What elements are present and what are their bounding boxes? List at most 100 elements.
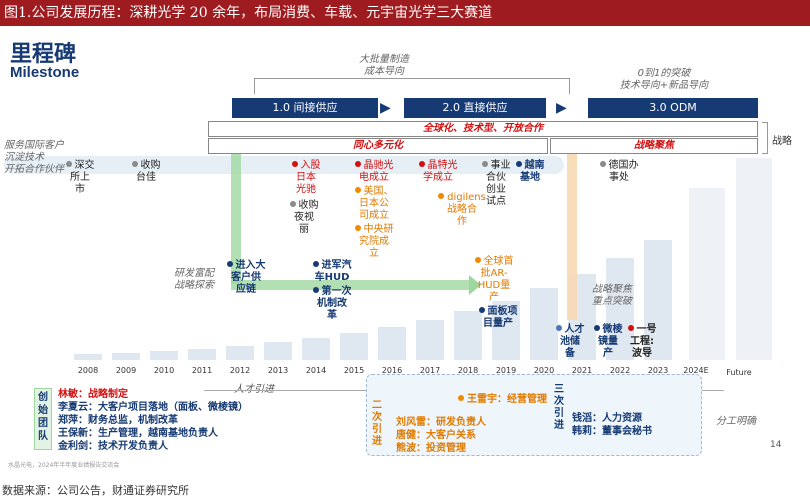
event-line: 台佳 bbox=[136, 172, 156, 183]
phase-2: 2.0 直接供应 bbox=[404, 98, 546, 118]
page-number: 14 bbox=[770, 440, 782, 450]
band-right: 战略聚焦 bbox=[550, 138, 758, 154]
note-line: 研发富配 bbox=[174, 268, 214, 279]
logo-cn: 里程碑 bbox=[10, 42, 77, 67]
green-path-vertical bbox=[231, 154, 241, 284]
event-line: 进入大 bbox=[235, 260, 266, 271]
event-talent-pool: 人才 池储 备 bbox=[552, 324, 588, 360]
bullet-icon bbox=[593, 325, 600, 331]
year-label: 2023 bbox=[647, 366, 669, 375]
note-line: 成本导向 bbox=[364, 66, 404, 77]
event-line: 日本 bbox=[296, 172, 316, 183]
bullet-icon bbox=[226, 261, 233, 267]
note-line: 服务国际客户 bbox=[4, 140, 64, 151]
event-line: 晶特光 bbox=[427, 160, 458, 171]
event-line: 司成立 bbox=[359, 210, 389, 221]
event-hud: 进军汽 车HUD bbox=[310, 260, 354, 284]
founder-item: 王保新：生产管理，越南基地负责人 bbox=[58, 428, 218, 439]
logo-en: Milestone bbox=[10, 64, 80, 81]
event-line: 战略合 bbox=[447, 204, 477, 215]
second-list: 刘风雷：研发负责人 唐健：大客户关系 熊波：投资管理 bbox=[396, 416, 486, 455]
event-vietnam: 越南 基地 bbox=[512, 160, 548, 184]
event-line: 备 bbox=[565, 348, 575, 359]
milestone-slide: 里程碑 Milestone 大批量制造 成本导向 0到1的突破 技术导向+新品导… bbox=[4, 28, 808, 470]
founder-item: 金利剑：技术开发负责人 bbox=[58, 441, 168, 452]
event-line: 车HUD bbox=[314, 272, 350, 283]
event-acquire-yeshili: 收购 夜视 丽 bbox=[286, 200, 322, 236]
event-digilens: digilens 战略合 作 bbox=[436, 192, 488, 228]
event-line: 机制改 bbox=[317, 298, 347, 309]
tag-char: 次 bbox=[554, 396, 564, 407]
note-line: 沉淀技术 bbox=[4, 152, 44, 163]
growth-bar bbox=[340, 333, 368, 360]
event-line: 合伙 bbox=[486, 172, 506, 183]
year-label: 2008 bbox=[77, 366, 99, 375]
event-line: 收购 bbox=[140, 160, 161, 171]
growth-bar-future bbox=[736, 158, 772, 360]
note-line: 战略聚焦 bbox=[592, 284, 632, 295]
event-jingte: 晶特光 学成立 bbox=[416, 160, 460, 184]
tag-char: 进 bbox=[554, 420, 564, 431]
bullet-icon bbox=[438, 193, 445, 199]
event-line: 收购 bbox=[298, 200, 319, 211]
tag-char: 次 bbox=[372, 412, 382, 423]
event-line: 作 bbox=[457, 216, 467, 227]
event-listing: 深交 所上 市 bbox=[62, 160, 98, 196]
growth-bar bbox=[606, 258, 634, 360]
third-item: 钱滔：人力资源 bbox=[572, 413, 642, 424]
year-label: 2022 bbox=[609, 366, 631, 375]
figure-title-bar: 图1.公司发展历程：深耕光学 20 余年，布局消费、车载、元宇宙光学三大赛道 bbox=[0, 0, 810, 26]
growth-bar bbox=[74, 354, 102, 360]
growth-bar bbox=[378, 327, 406, 360]
event-line: 创业 bbox=[486, 184, 506, 195]
tag-char: 引 bbox=[372, 424, 382, 435]
event-line: 德国办 bbox=[608, 160, 639, 171]
bullet-icon bbox=[354, 161, 361, 167]
bullet-icon bbox=[627, 325, 634, 331]
tag-char: 始 bbox=[38, 405, 48, 416]
founder-list: 林敏：战略制定 李夏云：大客户项目落地（面板、微棱镜） 郑萍：财务总监，机制改革… bbox=[58, 388, 248, 453]
bullet-icon bbox=[65, 161, 72, 167]
bullet-icon bbox=[599, 161, 606, 167]
growth-bar bbox=[112, 353, 140, 360]
second-item: 王雷宇：经营管理 bbox=[467, 394, 547, 405]
bullet-icon bbox=[458, 395, 464, 401]
bullet-icon bbox=[478, 307, 485, 313]
year-label: 2018 bbox=[457, 366, 479, 375]
year-label: 2017 bbox=[419, 366, 441, 375]
event-jingchi: 晶驰光 电成立 bbox=[354, 160, 394, 184]
event-line: 事处 bbox=[609, 172, 629, 183]
bullet-icon bbox=[354, 187, 361, 193]
bullet-icon bbox=[481, 161, 488, 167]
green-path-horizontal bbox=[231, 280, 471, 290]
bullet-icon bbox=[555, 325, 562, 331]
event-line: 批AR- bbox=[480, 268, 508, 279]
event-line: 革 bbox=[327, 310, 337, 321]
event-line: 波导 bbox=[632, 348, 652, 359]
phase-3: 3.0 ODM bbox=[588, 98, 758, 118]
talent-title: 人才引进 bbox=[234, 380, 274, 395]
right-note-mid: 战略聚焦 重点突破 bbox=[592, 284, 632, 308]
bullet-icon bbox=[289, 201, 296, 207]
growth-bar bbox=[644, 240, 672, 360]
bullet-icon bbox=[291, 161, 298, 167]
year-label: Future bbox=[726, 368, 752, 377]
year-label: 2013 bbox=[267, 366, 289, 375]
slide-source: 水晶光电，2024年半年度业绩报告交流会 bbox=[8, 462, 120, 469]
year-label: 2019 bbox=[495, 366, 517, 375]
event-line: 究院成 bbox=[359, 236, 389, 247]
event-line: 立 bbox=[369, 248, 379, 259]
event-microprism: 微棱 镜量 产 bbox=[590, 324, 626, 360]
event-line: 学成立 bbox=[423, 172, 453, 183]
second-item: 唐健：大客户关系 bbox=[396, 430, 476, 441]
year-label: 2021 bbox=[571, 366, 593, 375]
event-line: 池储 bbox=[560, 336, 580, 347]
event-panel: 面板项 目量产 bbox=[476, 306, 520, 330]
phase-1: 1.0 间接供应 bbox=[232, 98, 378, 118]
year-label: 2009 bbox=[115, 366, 137, 375]
note-line: 重点突破 bbox=[592, 296, 632, 307]
left-note-mid: 研发富配 战略探索 bbox=[174, 268, 214, 292]
talent-box bbox=[366, 374, 702, 456]
bracket-top bbox=[254, 78, 570, 94]
arrow-right-icon: ▶ bbox=[380, 100, 391, 116]
